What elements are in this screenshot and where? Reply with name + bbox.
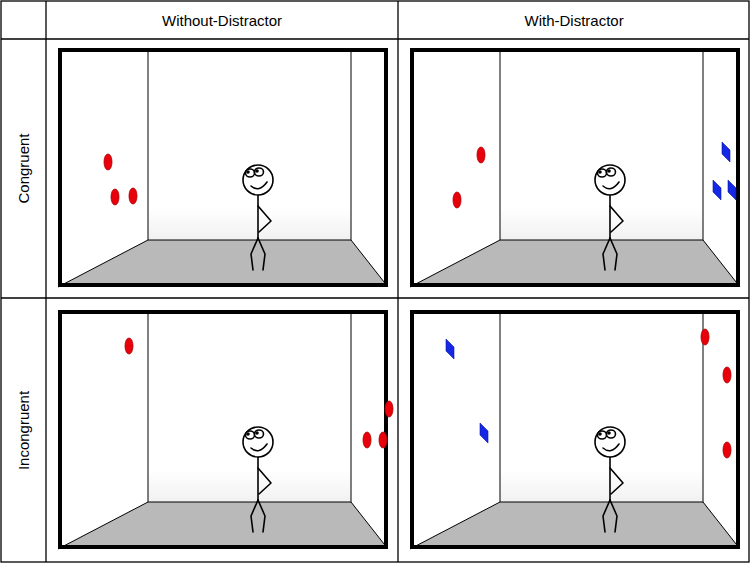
room-scene xyxy=(410,310,740,549)
room-scene xyxy=(410,48,740,287)
column-header: With-Distractor xyxy=(525,12,624,29)
column-header: Without-Distractor xyxy=(162,12,282,29)
distractor-marks xyxy=(446,142,736,443)
room-scene xyxy=(58,48,388,287)
target-dots xyxy=(104,147,731,458)
row-header: Incongruent xyxy=(15,390,32,469)
room-scene xyxy=(58,310,388,549)
row-header: Congruent xyxy=(15,133,32,203)
